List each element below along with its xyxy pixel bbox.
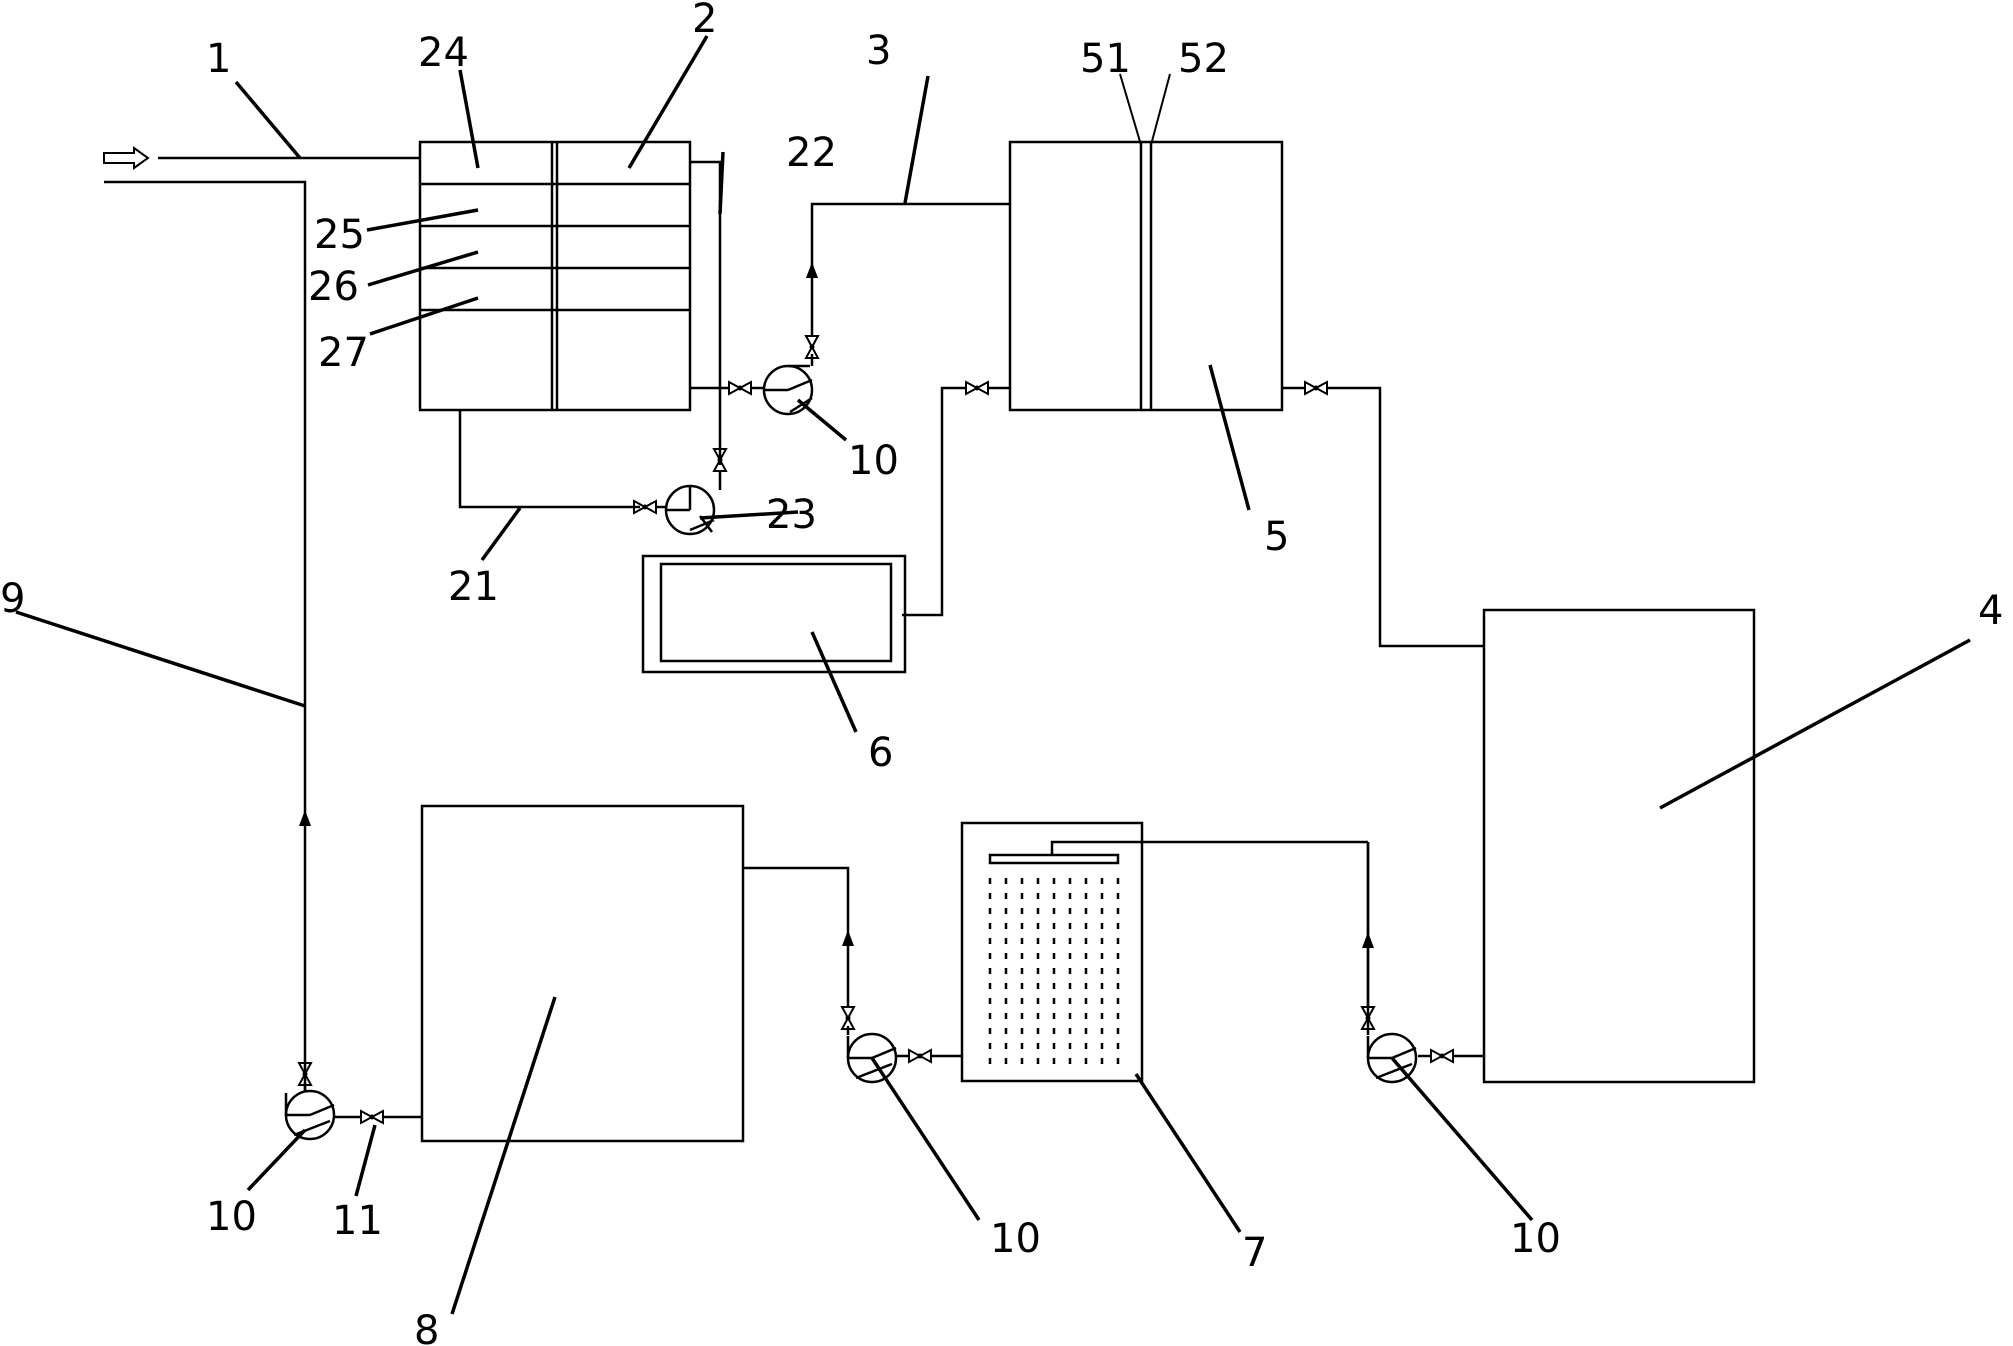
label-4: 4	[1978, 588, 2003, 634]
label-7: 7	[1242, 1230, 1267, 1276]
label-9: 9	[0, 576, 25, 622]
pump-10-top	[762, 364, 814, 416]
label-51: 51	[1080, 36, 1131, 82]
pump-10-middle	[846, 1032, 898, 1084]
label-10-left: 10	[206, 1194, 257, 1240]
pump-10-right	[1366, 1032, 1418, 1084]
label-8: 8	[414, 1308, 439, 1346]
tank-6	[641, 554, 907, 674]
pipe-5-to-6	[902, 386, 966, 617]
label-1: 1	[206, 36, 231, 82]
label-21: 21	[448, 564, 499, 610]
pipe-22	[690, 160, 722, 465]
pipe-21	[458, 410, 640, 509]
inlet-arrow	[103, 146, 150, 170]
label-22: 22	[786, 130, 837, 176]
label-6: 6	[868, 730, 893, 776]
pump-23	[664, 484, 716, 536]
label-5: 5	[1264, 514, 1289, 560]
leader-lines	[15, 35, 1971, 1315]
label-52: 52	[1178, 36, 1229, 82]
label-24: 24	[418, 30, 469, 76]
pump-10-left	[284, 1089, 336, 1141]
tank-7	[960, 821, 1144, 1083]
tank-4	[1482, 608, 1756, 1084]
label-25: 25	[314, 212, 365, 258]
label-11: 11	[332, 1198, 383, 1244]
label-3: 3	[866, 28, 891, 74]
pipe-3	[810, 202, 1010, 336]
label-10-right: 10	[1510, 1216, 1561, 1262]
label-2: 2	[692, 0, 717, 42]
label-27: 27	[318, 330, 369, 376]
tank-2	[418, 140, 692, 412]
tank-5	[1008, 140, 1284, 412]
label-10-top: 10	[848, 438, 899, 484]
pipe-7-to-8	[743, 866, 850, 1007]
label-10-middle: 10	[990, 1216, 1041, 1262]
return-pipe-9	[104, 180, 307, 1090]
label-26: 26	[308, 264, 359, 310]
label-23: 23	[766, 492, 817, 538]
pipe-5-to-4	[1327, 386, 1484, 648]
tank-8	[420, 804, 745, 1143]
